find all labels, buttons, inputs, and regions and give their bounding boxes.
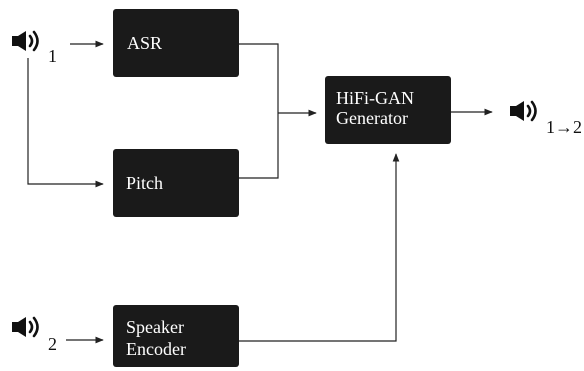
speaker-encoder-block: Speaker Encoder	[113, 305, 239, 367]
pitch-block: Pitch	[113, 149, 239, 217]
speaker-output-icon	[508, 99, 537, 123]
speaker-encoder-label-line2: Encoder	[126, 339, 186, 359]
hifigan-generator-block: HiFi-GAN Generator	[325, 76, 451, 144]
hifigan-label-line2: Generator	[336, 108, 408, 128]
speaker-1-icon	[10, 29, 39, 53]
asr-label: ASR	[127, 33, 162, 53]
arrow-speaker1-to-pitch	[27, 58, 104, 188]
speaker-encoder-label-line1: Speaker	[126, 317, 184, 337]
speaker-1-label: 1	[48, 46, 57, 66]
wire-asr-to-merge	[239, 43, 279, 113]
speaker-output-label: 1→2	[546, 117, 582, 137]
hifigan-label-line1: HiFi-GAN	[336, 88, 414, 108]
pitch-label: Pitch	[126, 173, 163, 193]
speaker-2-label: 2	[48, 334, 57, 354]
arrow-encoder-to-hifigan	[239, 153, 400, 342]
speaker-2-icon	[10, 315, 39, 339]
wire-pitch-to-merge	[239, 113, 279, 179]
asr-block: ASR	[113, 9, 239, 77]
